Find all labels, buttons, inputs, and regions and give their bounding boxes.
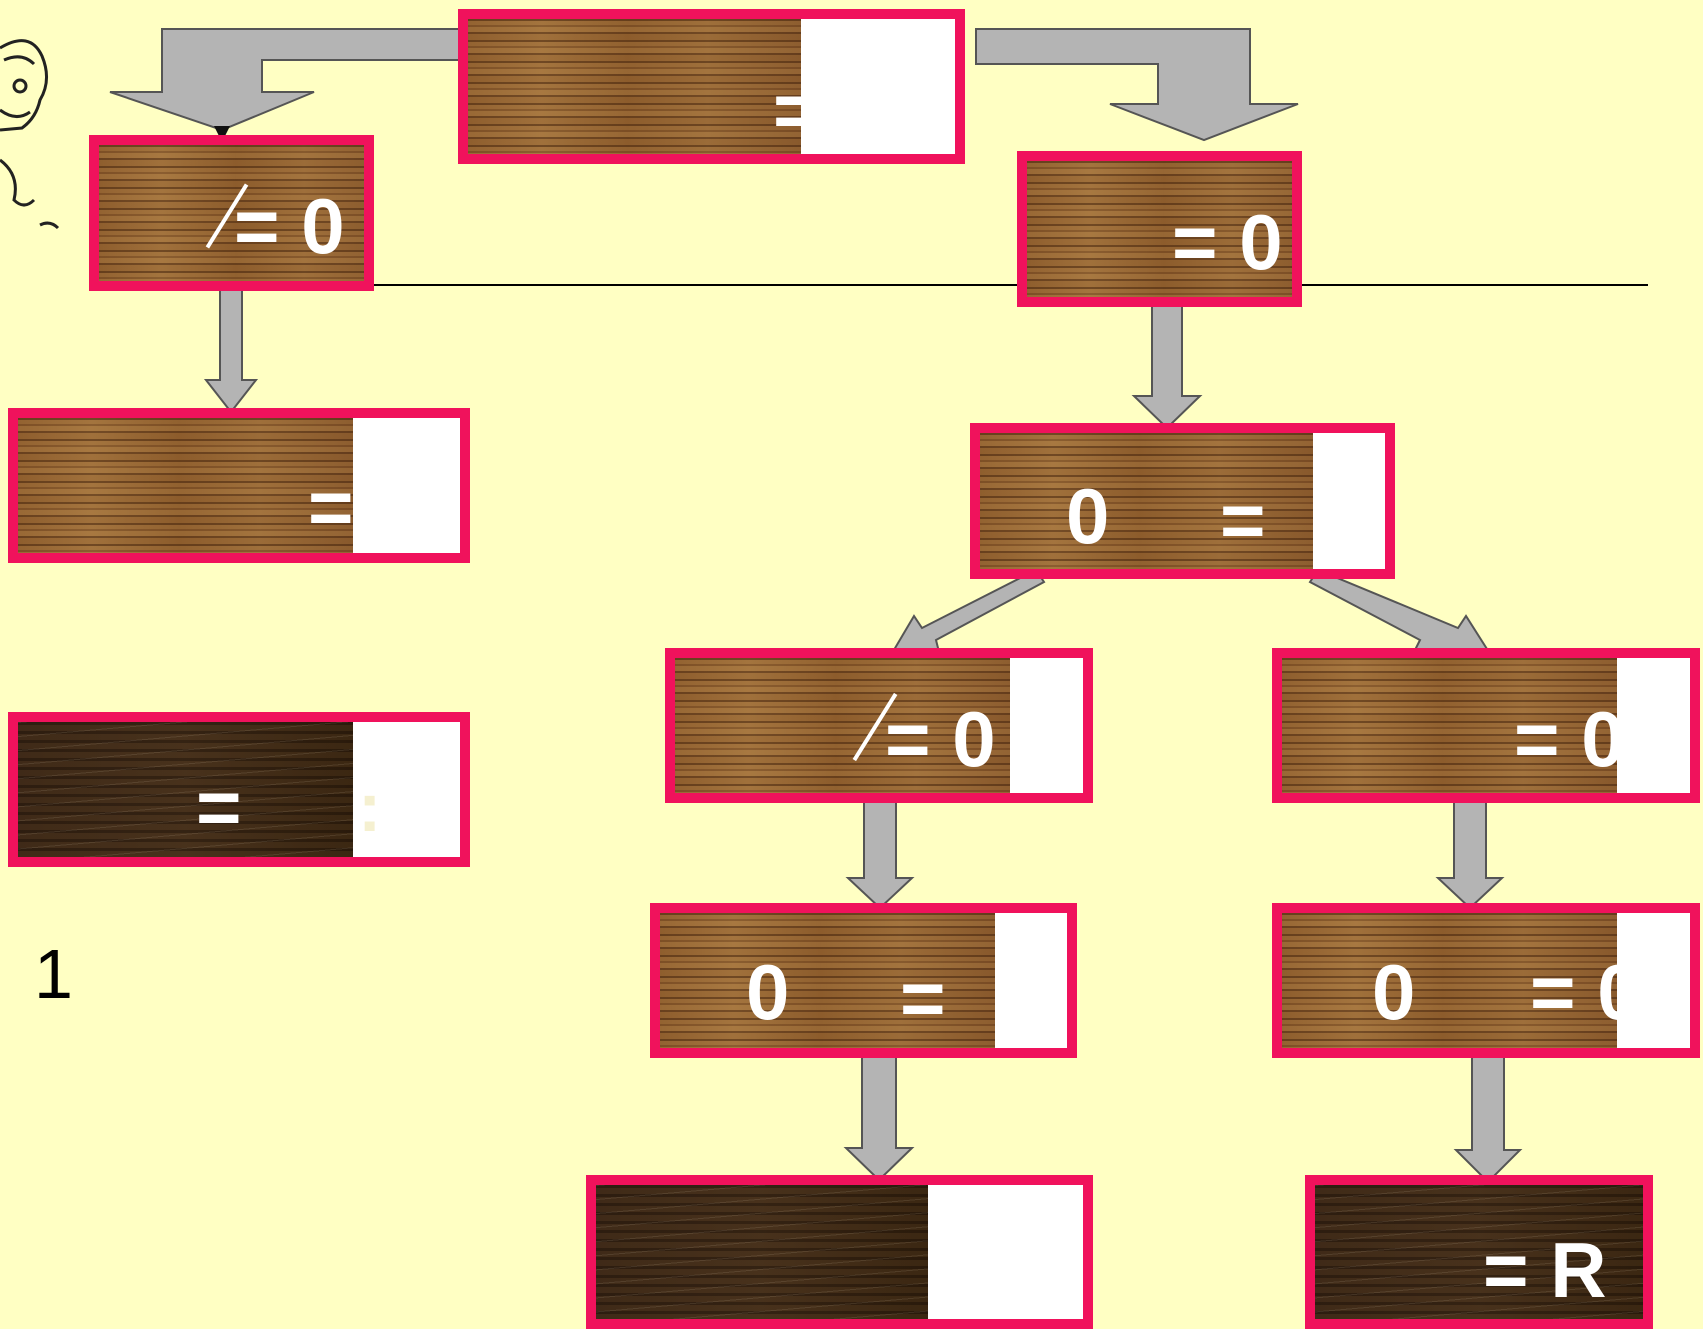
arrow-br-to-final-right <box>1453 1054 1523 1184</box>
box-final-left <box>586 1175 1093 1329</box>
arrow-tip-left <box>214 126 230 142</box>
arrow-bl-to-final-left <box>843 1054 915 1182</box>
box-final-right: = R <box>1305 1175 1653 1329</box>
arrow-top-to-right <box>975 28 1299 142</box>
box-br-eq: = 0 <box>1530 948 1641 1036</box>
box-right1: = 0 <box>1017 151 1302 307</box>
box-mr: = 0 <box>1272 648 1700 803</box>
box-left1-label: = 0 <box>234 182 345 270</box>
box-bl: 0 = <box>650 903 1077 1058</box>
arrow-left1-to-left2 <box>203 285 259 414</box>
box-top-label: = <box>773 66 819 154</box>
box-left2: = <box>8 408 470 563</box>
box-left3-label: = <box>196 763 242 851</box>
box-mr-label: = 0 <box>1514 695 1625 783</box>
box-top: = <box>458 9 965 164</box>
arrow-mid-to-mr <box>1308 568 1496 662</box>
arrow-top-to-left <box>109 28 465 132</box>
box-mid-zero: 0 <box>1066 472 1110 560</box>
arrow-ml-to-bl <box>845 799 915 910</box>
arrow-right1-to-mid <box>1131 299 1203 430</box>
box-br: 0 = 0 <box>1272 903 1700 1058</box>
box-right1-label: = 0 <box>1172 198 1283 286</box>
box-left2-label: = <box>308 463 354 551</box>
box-mid-eq: = <box>1220 476 1266 564</box>
box-left3-colon: : <box>358 768 382 846</box>
box-ml: = 0 <box>665 648 1093 803</box>
cartoon-character-icon <box>0 39 60 230</box>
box-final-right-label: = R <box>1483 1226 1607 1314</box>
arrow-mr-to-br <box>1435 799 1505 910</box>
box-mid: 0 = <box>970 423 1395 579</box>
arrow-mid-to-ml <box>886 568 1046 662</box>
box-bl-eq: = <box>900 954 946 1042</box>
page-number: 1 <box>34 935 73 1013</box>
box-left3: = : <box>8 712 470 867</box>
box-ml-label: = 0 <box>885 695 996 783</box>
box-left1: = 0 <box>89 135 374 291</box>
box-bl-zero: 0 <box>746 948 790 1036</box>
box-br-zero: 0 <box>1372 948 1416 1036</box>
